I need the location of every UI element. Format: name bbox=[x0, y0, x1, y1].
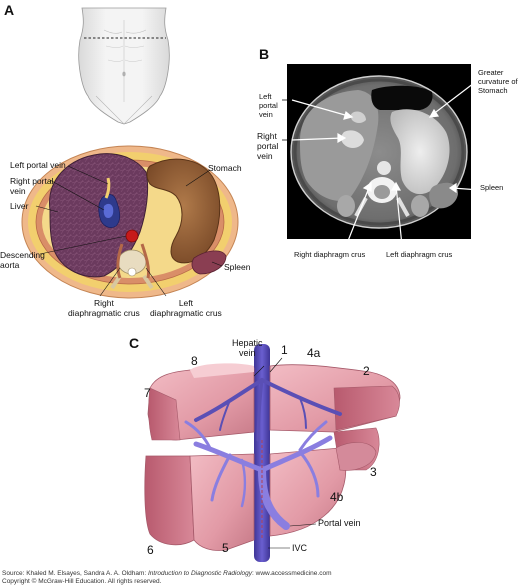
label-seg-8: 8 bbox=[191, 354, 198, 368]
label-portal-vein-c: Portal vein bbox=[318, 518, 361, 528]
label-seg-4b: 4b bbox=[330, 490, 344, 504]
label-left-portal-vein-b: Left portal vein bbox=[259, 92, 278, 119]
label-right-portal-vein-a: Right portal vein bbox=[10, 176, 54, 196]
label-right-portal-vein-b: Right portal vein bbox=[257, 131, 279, 161]
panel-a-letter: A bbox=[4, 2, 15, 18]
label-left-crus-a: Left diaphragmatic crus bbox=[150, 298, 222, 318]
label-stomach-a: Stomach bbox=[208, 163, 242, 173]
label-seg-2: 2 bbox=[363, 364, 370, 378]
label-spleen-a: Spleen bbox=[224, 262, 251, 272]
label-seg-3: 3 bbox=[370, 465, 377, 479]
label-seg-7: 7 bbox=[144, 386, 151, 400]
label-seg-1: 1 bbox=[281, 343, 288, 357]
label-ivc-c: IVC bbox=[292, 543, 308, 553]
source-prefix: Source: Khaled M. Elsayes, Sandra A. A. … bbox=[2, 570, 148, 577]
label-left-portal-vein-a: Left portal vein bbox=[10, 160, 66, 170]
source-suffix: : www.accessmedicine.com bbox=[252, 570, 332, 577]
label-spleen-b: Spleen bbox=[480, 183, 504, 192]
label-descending-aorta-a: Descending aorta bbox=[0, 250, 45, 270]
panel-c-letter: C bbox=[129, 335, 140, 351]
copyright-notice: Copyright © McGraw-Hill Education. All r… bbox=[2, 578, 162, 585]
label-seg-4a: 4a bbox=[307, 346, 321, 360]
label-left-crus-b: Left diaphragm crus bbox=[386, 250, 453, 259]
label-greater-curvature-b: Greater curvature of Stomach bbox=[478, 68, 518, 95]
label-seg-5: 5 bbox=[222, 541, 229, 555]
label-right-crus-a: Right diaphragmatic crus bbox=[68, 298, 140, 318]
panel-b-letter: B bbox=[259, 46, 270, 62]
source-title: Introduction to Diagnostic Radiology bbox=[147, 570, 253, 577]
source-credit: Source: Khaled M. Elsayes, Sandra A. A. … bbox=[2, 570, 332, 578]
label-hepatic-vein-c: Hepatic vein bbox=[232, 338, 263, 358]
label-right-crus-b: Right diaphragm crus bbox=[294, 250, 366, 259]
label-seg-6: 6 bbox=[147, 543, 154, 557]
label-liver-a: Liver bbox=[10, 201, 29, 211]
